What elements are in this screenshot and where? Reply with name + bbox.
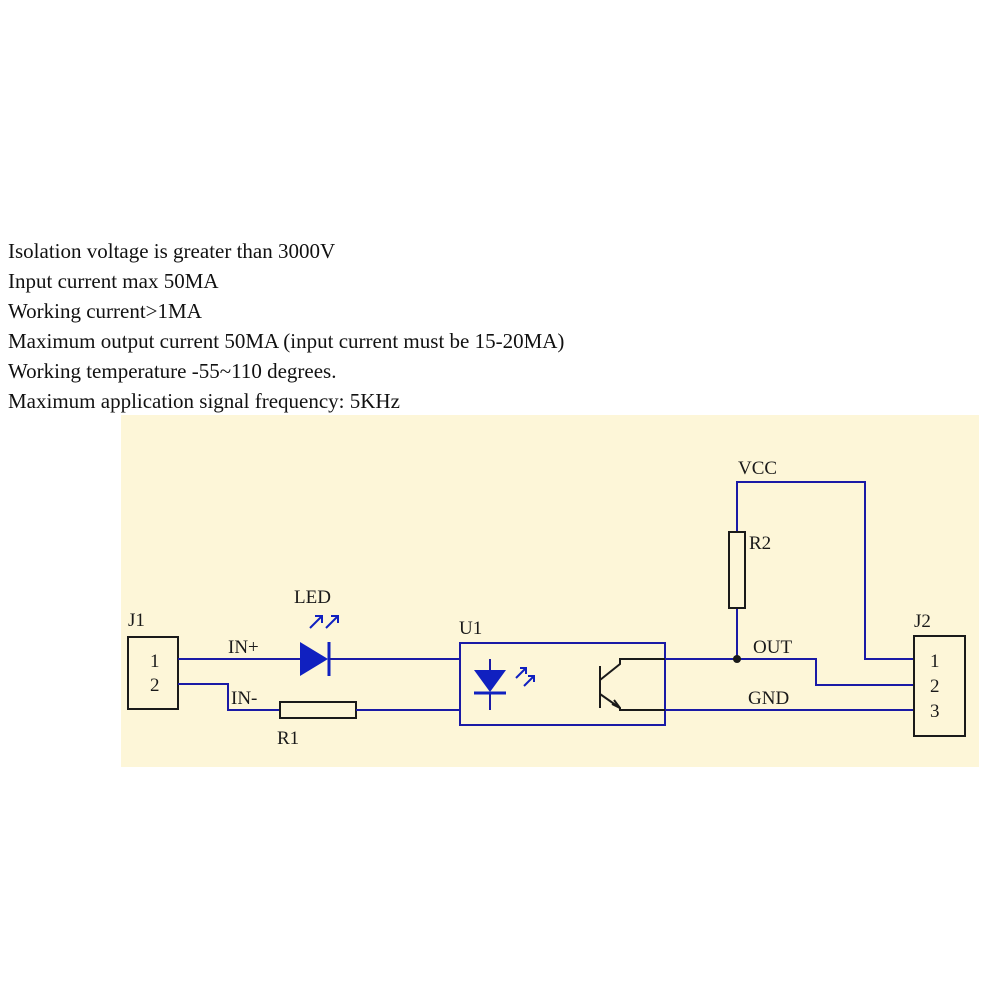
connector-j1-pin: 2 — [150, 675, 160, 696]
spec-line: Input current max 50MA — [8, 269, 219, 293]
resistor-r2 — [728, 531, 746, 609]
net-label-out: OUT — [753, 637, 792, 658]
connector-j1-pin: 1 — [150, 651, 160, 672]
connector-j1-label: J1 — [128, 610, 145, 631]
wire-in-minus — [178, 683, 280, 711]
spec-list: Isolation voltage is greater than 3000V … — [8, 236, 564, 416]
spec-line: Working temperature -55~110 degrees. — [8, 359, 337, 383]
spec-line: Working current>1MA — [8, 299, 202, 323]
resistor-r2-label: R2 — [749, 533, 771, 554]
schematic-panel — [121, 415, 979, 767]
connector-j2 — [913, 635, 966, 737]
connector-j2-label: J2 — [914, 611, 931, 632]
optocoupler-u1-label: U1 — [459, 618, 482, 639]
spec-line: Maximum output current 50MA (input curre… — [8, 329, 565, 353]
connector-j2-pin: 1 — [930, 651, 940, 672]
spec-line: Isolation voltage is greater than 3000V — [8, 239, 336, 263]
opto-led-symbol — [474, 659, 535, 710]
led-label: LED — [294, 587, 331, 608]
junction-dot — [733, 655, 741, 663]
phototransistor-symbol — [599, 658, 665, 711]
net-label-in-minus: IN- — [231, 688, 257, 709]
connector-j1 — [127, 636, 179, 710]
optocoupler-u1 — [459, 642, 666, 726]
resistor-r1-label: R1 — [277, 728, 299, 749]
connector-j2-pin: 2 — [930, 676, 940, 697]
connector-j2-pin: 3 — [930, 701, 940, 722]
net-label-vcc: VCC — [738, 458, 777, 479]
spec-line: Maximum application signal frequency: 5K… — [8, 389, 400, 413]
wire-vcc — [736, 481, 914, 660]
net-label-gnd: GND — [748, 688, 789, 709]
net-label-in-plus: IN+ — [228, 637, 259, 658]
led-symbol — [300, 615, 339, 676]
